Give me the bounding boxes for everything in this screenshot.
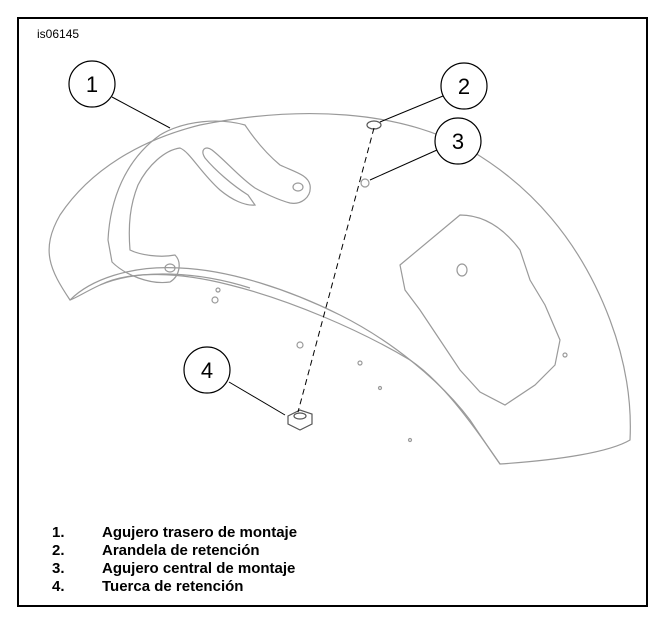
legend-text: Arandela de retención [102,541,260,559]
legend-text: Agujero central de montaje [102,559,296,577]
fender-inner-edge [69,267,501,465]
fender-outline [48,113,631,465]
legend-number: 3. [52,559,65,577]
retention-nut [287,409,313,431]
figure-id: is06145 [37,27,80,41]
figure-frame [17,17,648,607]
legend-number: 2. [52,541,65,559]
legend: 1. Agujero trasero de montaje 2. Arandel… [52,523,297,595]
assembly-line [297,127,375,413]
legend-text: Agujero trasero de montaje [102,523,298,541]
legend-item: 2. Arandela de retención [52,541,297,559]
callout-2-circle [440,62,488,110]
legend-item: 4. Tuerca de retención [52,577,297,595]
legend-text: Tuerca de retención [102,577,244,595]
cutout-panel [399,214,561,406]
legend-number: 1. [52,523,65,541]
callout-4-label: 4 [201,358,213,383]
callout-1-circle [68,60,116,108]
retention-washer [366,120,382,130]
legend-number: 4. [52,577,65,595]
legend-item: 3. Agujero central de montaje [52,559,297,577]
callout-1-label: 1 [86,72,98,97]
callout-3-circle [434,117,482,165]
callout-2-label: 2 [458,74,470,99]
callout-3-label: 3 [452,129,464,154]
callout-4-circle [183,346,231,394]
legend-item: 1. Agujero trasero de montaje [52,523,297,541]
support-bracket [107,120,311,284]
